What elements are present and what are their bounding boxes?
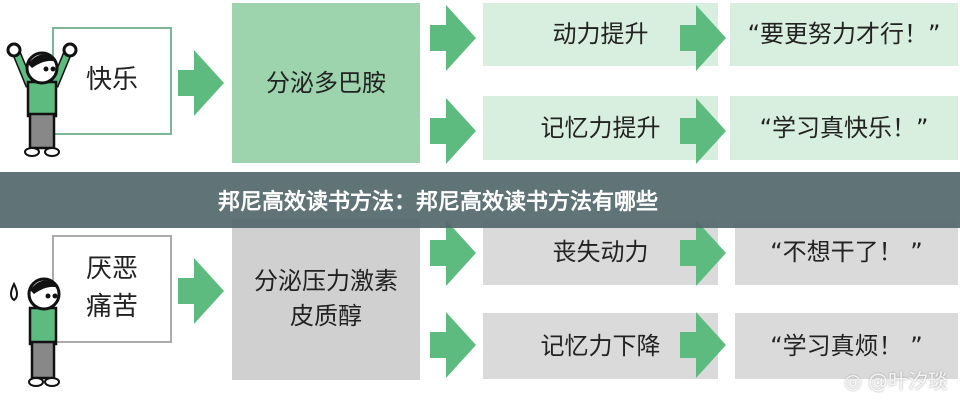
arrow-right-icon [430, 220, 476, 286]
effect-box: 动力提升 [483, 3, 718, 66]
process-label: 分泌多巴胺 [266, 68, 386, 97]
arrow-right-icon [680, 312, 726, 378]
feeling-label: 快乐 [85, 65, 138, 96]
arrow-right-icon [680, 98, 726, 164]
quote-box: “不想干了！ ” [735, 220, 958, 285]
quote-label: “不想干了！ ” [770, 238, 923, 267]
process-box-dopamine: 分泌多巴胺 [232, 3, 420, 163]
weibo-icon: ◎ [844, 369, 868, 393]
quote-label: “要更努力才行！” [747, 20, 941, 49]
quote-box: “要更努力才行！” [730, 3, 958, 66]
effect-label: 记忆力提升 [540, 113, 661, 142]
process-box-cortisol: 分泌压力激素皮质醇 [232, 218, 420, 380]
arrow-right-icon [178, 50, 224, 116]
effect-box: 记忆力提升 [483, 96, 718, 160]
arrow-right-icon [680, 220, 726, 286]
watermark: ◎ @叶汐琰 [844, 365, 948, 394]
effect-box: 丧失动力 [483, 220, 718, 285]
arrow-right-icon [680, 5, 726, 71]
title-banner: 邦尼高效读书方法：邦尼高效读书方法有哪些 [0, 172, 960, 228]
quote-box: “学习真快乐！” [730, 96, 958, 160]
happy-person-icon [6, 42, 78, 157]
feeling-label: 痛苦 [85, 292, 138, 322]
quote-label: “学习真烦！ ” [770, 331, 923, 360]
effect-label: 记忆力下降 [540, 331, 661, 360]
banner-title: 邦尼高效读书方法：邦尼高效读书方法有哪些 [218, 190, 659, 215]
arrow-right-icon [430, 312, 476, 378]
effect-label: 动力提升 [552, 20, 649, 49]
process-label: 分泌压力激素 [254, 267, 398, 296]
feeling-label: 厌恶 [85, 254, 138, 285]
process-label: 皮质醇 [290, 302, 362, 330]
effect-label: 丧失动力 [552, 238, 649, 267]
arrow-right-icon [178, 258, 224, 324]
quote-label: “学习真快乐！” [759, 113, 929, 142]
sad-person-icon [10, 277, 61, 387]
quote-box: “学习真烦！ ” [735, 313, 958, 379]
arrow-right-icon [430, 98, 476, 164]
arrow-right-icon [430, 5, 476, 71]
watermark-text: @叶汐琰 [868, 369, 948, 393]
effect-box: 记忆力下降 [483, 313, 718, 379]
